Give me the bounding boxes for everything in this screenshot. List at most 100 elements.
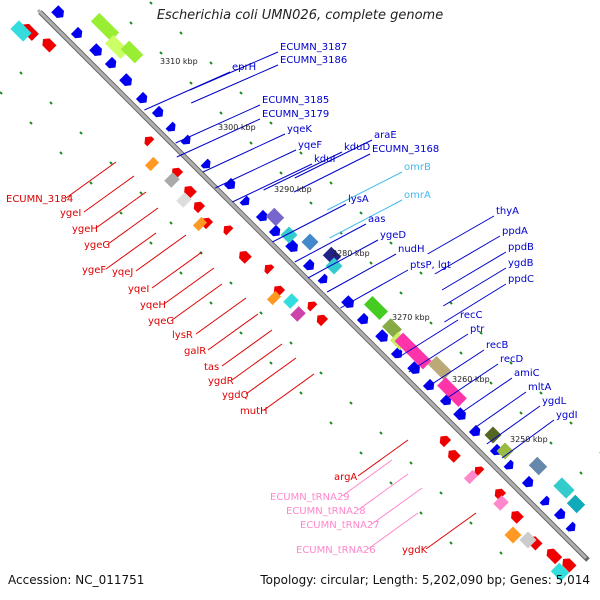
tick-mark (19, 71, 23, 75)
gene-block (192, 216, 208, 232)
tick-mark (219, 111, 223, 115)
label-leader (202, 133, 286, 173)
label-leader (294, 139, 373, 179)
gene-label: omrB (404, 162, 431, 173)
label-leader (486, 405, 541, 445)
reverse-gene-arrow (316, 314, 329, 327)
tick-mark (159, 51, 163, 55)
gene-block (90, 12, 120, 42)
tick-mark (409, 461, 413, 465)
gene-label: recB (486, 340, 509, 351)
gene-label: ygdR (208, 376, 234, 387)
label-leader (263, 151, 343, 191)
tick-mark (549, 441, 553, 445)
forward-gene-arrow (302, 258, 315, 271)
label-leader (65, 161, 117, 199)
tick-mark (119, 211, 123, 215)
gene-label: tas (204, 362, 219, 373)
label-leader (501, 419, 555, 459)
gene-block (553, 477, 575, 499)
label-leader (326, 253, 397, 293)
gene-block (528, 456, 548, 476)
forward-gene-arrow (255, 209, 268, 222)
label-leader (442, 267, 507, 307)
tick-mark (359, 211, 363, 215)
label-leader (231, 343, 283, 381)
forward-gene-arrow (521, 475, 534, 488)
gene-block (176, 192, 192, 208)
tick-mark (469, 521, 473, 525)
forward-gene-arrow (104, 56, 117, 69)
gene-label: galR (184, 346, 206, 357)
label-leader (367, 512, 419, 550)
gene-label: ygeI (60, 208, 81, 219)
gene-block (550, 562, 570, 582)
label-leader (176, 118, 261, 158)
forward-gene-arrow (268, 224, 281, 237)
gene-block (280, 226, 298, 244)
tick-mark (429, 321, 433, 325)
tick-mark (439, 491, 443, 495)
forward-gene-arrow (180, 134, 191, 145)
gene-label: yqeF (298, 140, 322, 151)
tick-mark (509, 361, 513, 365)
label-leader (83, 175, 135, 213)
tick-mark (539, 391, 543, 395)
gene-block (437, 377, 467, 407)
kbp-marker: 3270 kbp (392, 313, 430, 322)
reverse-gene-arrow (474, 466, 485, 477)
tick-mark (49, 101, 53, 105)
tick-mark (309, 201, 313, 205)
gene-block (504, 526, 522, 544)
tick-mark (179, 31, 183, 35)
tick-mark (269, 121, 273, 125)
label-leader (427, 215, 495, 255)
label-leader (195, 297, 247, 335)
tick-mark (79, 131, 83, 135)
label-leader (408, 333, 469, 373)
tick-mark (489, 381, 493, 385)
label-leader (340, 269, 409, 309)
gene-label: ECUMN_tRNA29 (270, 492, 350, 503)
reverse-gene-arrow (42, 38, 57, 53)
gene-label: yqeI (128, 284, 149, 295)
label-leader (326, 171, 403, 211)
gene-label: ppdA (502, 226, 528, 237)
gene-block (265, 207, 285, 227)
tick-mark (299, 151, 303, 155)
accession-text: Accession: NC_011751 (8, 573, 145, 587)
tick-mark (569, 421, 573, 425)
gene-label: ygeF (82, 265, 106, 276)
reverse-gene-arrow (264, 264, 275, 275)
tick-mark (89, 181, 93, 185)
forward-gene-arrow (223, 177, 236, 190)
tick-mark (389, 241, 393, 245)
tick-mark (209, 61, 213, 65)
kbp-marker: 3260 kbp (452, 375, 490, 384)
label-leader (434, 235, 501, 275)
gene-label: ECUMN_3185 (262, 95, 329, 106)
gene-block (566, 494, 586, 514)
label-leader (293, 153, 371, 193)
forward-gene-arrow (51, 5, 64, 18)
gene-label: ppdB (508, 242, 534, 253)
label-leader (190, 64, 279, 104)
gene-label: lysR (172, 330, 193, 341)
label-leader (329, 199, 403, 239)
forward-gene-arrow (553, 507, 566, 520)
gene-block (290, 306, 306, 322)
gene-label: ygeG (84, 240, 110, 251)
tick-mark (139, 191, 143, 195)
tick-mark (449, 301, 453, 305)
gene-label: argA (334, 472, 357, 483)
gene-label: yqeG (148, 316, 174, 327)
forward-gene-arrow (200, 158, 211, 169)
kbp-marker: 3250 kbp (510, 435, 548, 444)
gene-label: eprH (232, 62, 256, 73)
label-leader (357, 439, 409, 477)
label-leader (341, 459, 393, 497)
label-leader (207, 313, 259, 351)
gene-labels: ECUMN_3187ECUMN_3186eprHECUMN_3185ECUMN_… (6, 42, 578, 556)
forward-gene-arrow (565, 521, 576, 532)
gene-label: ptsP, lgt (410, 260, 451, 271)
